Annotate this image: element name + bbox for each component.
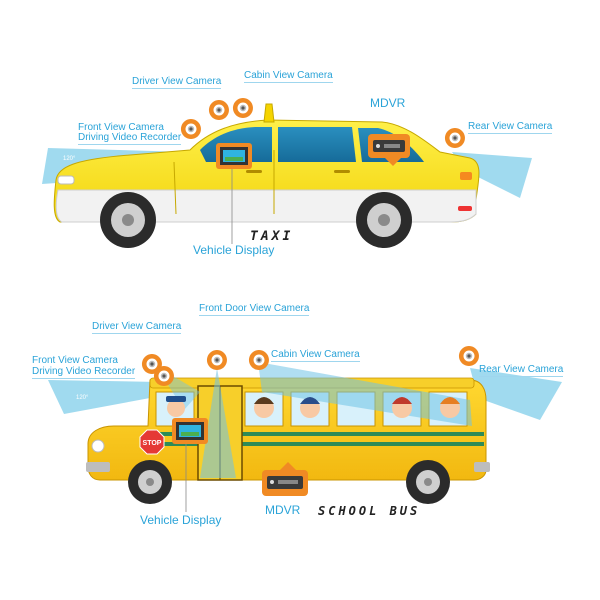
taxi-group: [42, 98, 532, 248]
bus-stripe-top: [148, 432, 484, 436]
taxi-rear-reflector: [458, 206, 472, 211]
taxi-title: TAXI: [250, 229, 294, 244]
taxi-rear-window: [278, 127, 356, 162]
taxi-mdvr-box-icon: [368, 134, 410, 166]
bus-label-mdvr: MDVR: [265, 503, 301, 517]
bus-front-view-cone: [48, 380, 160, 414]
taxi-cabin-camera-pin-icon: [232, 98, 253, 118]
bus-title: SCHOOL BUS: [318, 504, 421, 518]
taxi-door-handle: [246, 170, 262, 173]
bus-angle-label: 120°: [76, 395, 89, 401]
taxi-headlight: [57, 175, 75, 185]
taxi-front-wheel: [100, 192, 156, 248]
taxi-label-driving-video-recorder: Driving Video Recorder: [78, 132, 182, 145]
taxi-door-handle-2: [334, 170, 350, 173]
bus-door-camera-pin-icon: [206, 350, 227, 370]
bus-cabin-view-cone: [258, 362, 472, 426]
bus-mdvr-box-icon: [262, 462, 308, 496]
bus-door-view-cone: [200, 368, 236, 478]
bus-stop-sign-text: STOP: [143, 440, 162, 447]
taxi-label-driver-view-camera: Driver View Camera: [132, 76, 222, 89]
bus-headlight: [91, 439, 105, 453]
bus-driver-camera-pin-icon: [153, 366, 174, 386]
bus-stop-sign-icon: STOP: [139, 429, 165, 455]
taxi-label-rear-view-camera: Rear View Camera: [468, 121, 553, 134]
bus-label-rear-view-camera: Rear View Camera: [479, 364, 564, 377]
taxi-rear-wheel: [356, 192, 412, 248]
taxi-taillight: [460, 172, 472, 180]
bus-rear-bumper: [474, 462, 490, 472]
bus-label-driver-view-camera: Driver View Camera: [92, 321, 182, 334]
taxi-angle-label: 120°: [63, 156, 76, 162]
taxi-monitor-icon: [216, 143, 252, 169]
taxi-door-line-2: [173, 161, 177, 215]
taxi-rear-camera-pin-icon: [444, 128, 465, 148]
bus-front-bumper: [86, 462, 110, 472]
bus-stripe-bottom: [148, 442, 484, 446]
bus-monitor-icon: [172, 418, 208, 444]
bus-label-front-view-camera: Front View Camera: [32, 355, 118, 366]
bus-label-front-door-view-camera: Front Door View Camera: [199, 303, 310, 316]
bus-cabin-camera-pin-icon: [248, 350, 269, 370]
bus-label-cabin-view-camera: Cabin View Camera: [271, 349, 360, 362]
bus-group: STOP: [48, 346, 562, 512]
bus-passengers: [166, 396, 460, 418]
bus-rear-camera-pin-icon: [458, 346, 479, 366]
taxi-driver-camera-pin-icon: [208, 100, 229, 120]
bus-front-wheel: [128, 460, 172, 504]
taxi-roof-sign: [263, 103, 275, 123]
bus-label-vehicle-display: Vehicle Display: [140, 513, 222, 527]
taxi-label-vehicle-display: Vehicle Display: [193, 243, 275, 257]
taxi-label-cabin-view-camera: Cabin View Camera: [244, 70, 333, 83]
bus-label-driving-video-recorder: Driving Video Recorder: [32, 366, 136, 379]
taxi-label-mdvr: MDVR: [370, 96, 406, 110]
bus-rear-wheel: [406, 460, 450, 504]
taxi-front-camera-pin-icon: [180, 119, 201, 139]
bus-rear-view-cone: [470, 368, 562, 420]
taxi-label-front-view-camera: Front View Camera: [78, 122, 164, 133]
